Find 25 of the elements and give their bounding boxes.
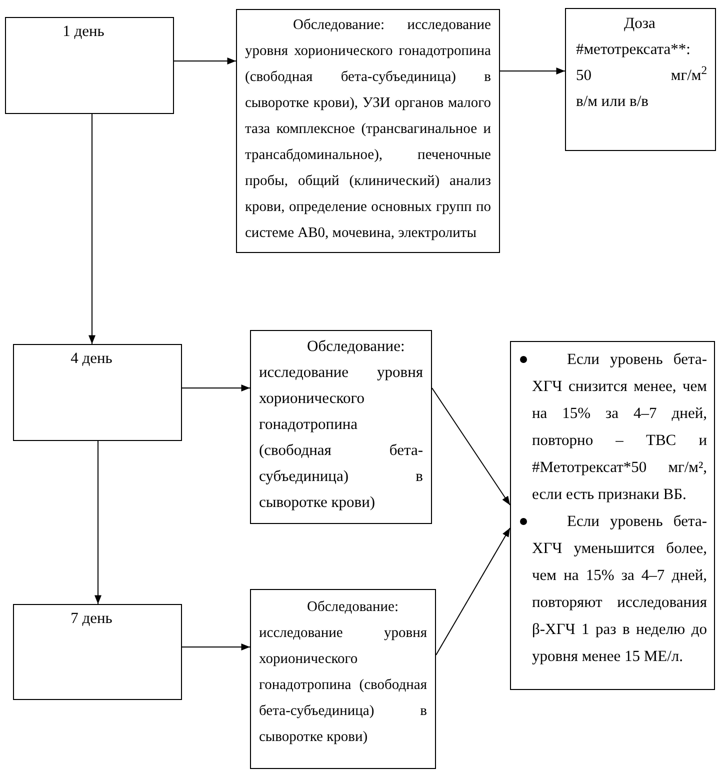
arrow	[432, 388, 510, 506]
arrow	[88, 114, 96, 344]
description-text: Доза #метотрексата**: 50 мг/м$^{2}$	[576, 14, 707, 86]
bullet-text: Если уровень бета-ХГЧ снизится менее, чем на 15% за 4–7 дней, повторно – ТВС и #Метотрексат*50 мг/м², если есть признаки ВБ.	[532, 350, 707, 505]
arrow	[436, 528, 510, 656]
day-label: 1 день	[62, 22, 104, 42]
process-box	[13, 604, 182, 700]
description-text: Обследование: исследование уровня хорионического гонадотропина (свободная бета-субъединица) в сыворотке крови)	[259, 598, 427, 747]
day-label: 4 день	[70, 349, 112, 369]
arrow	[94, 440, 102, 604]
process-box	[565, 8, 716, 151]
description-text: Обследование: исследование уровня хорионического гонадотропина (свободная бета-субъединица) в сыворотке крови)	[259, 337, 423, 513]
day-label: 7 день	[70, 609, 112, 629]
bullet-text: Если уровень бета-ХГЧ уменьшится более, чем на 15% за 4–7 дней, повторяют исследования β-ХГЧ 1 раз в неделю до уровня менее 15 МЕ/л.	[532, 512, 707, 667]
process-box	[510, 341, 715, 690]
description-text: в/м или в/в	[576, 92, 650, 112]
arrow	[500, 68, 566, 74]
arrow	[174, 58, 236, 64]
process-box	[13, 344, 182, 441]
process-box	[5, 17, 174, 114]
description-text: Обследование: исследование уровня хорионического гонадотропина (свободная бета-субъединица) в сыворотке крови), УЗИ органов малого таза комплексное (трансвагинальное и трансабдоминальное), печеночные пробы, общий (клинический) анализ крови, определение основных групп по системе АВ0, мочевина, электролиты	[245, 16, 491, 243]
process-box	[250, 589, 436, 769]
arrow	[182, 644, 250, 650]
arrow	[182, 384, 250, 392]
process-box	[250, 330, 432, 524]
